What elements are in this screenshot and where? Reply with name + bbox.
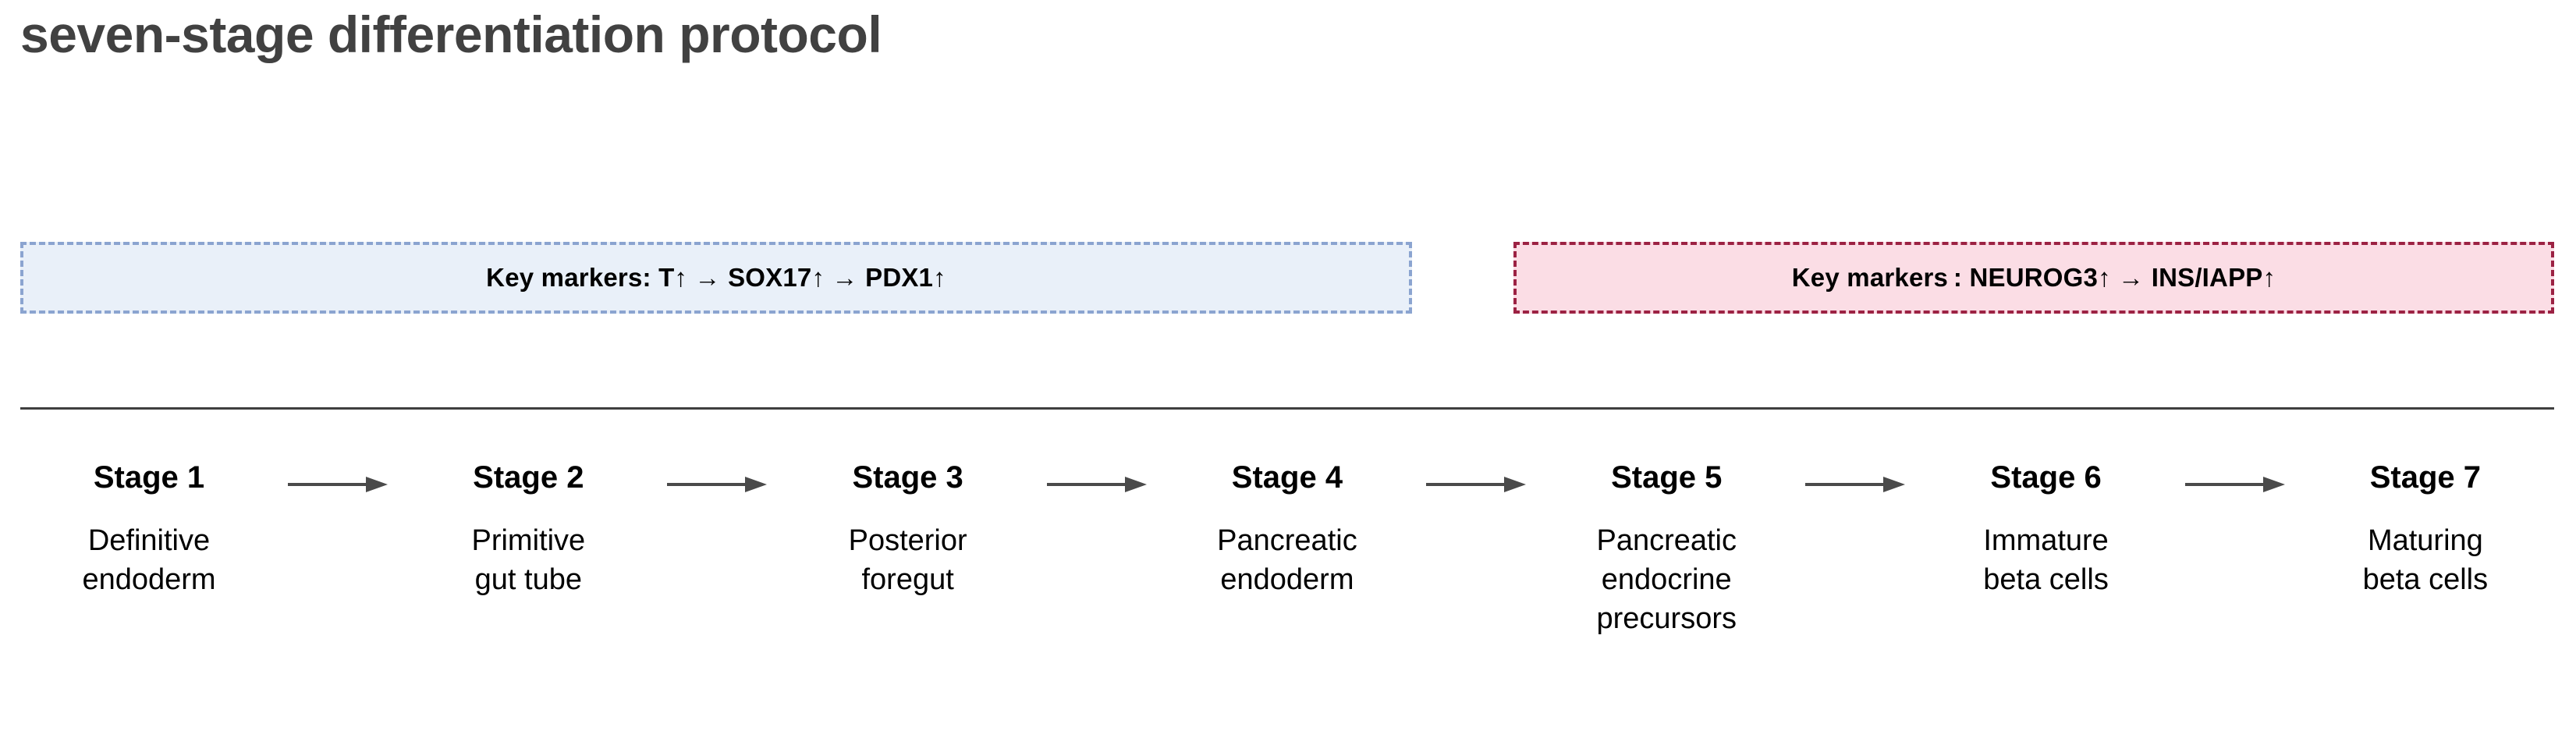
stage-description-line: Immature: [1983, 524, 2109, 557]
stage-description-line: endoderm: [1220, 563, 1354, 597]
stage-label: Stage 2: [473, 460, 584, 495]
stage-label: Stage 7: [2369, 460, 2482, 495]
stage-item-1: Stage 1 Definitive endoderm: [20, 452, 278, 599]
stage-description-line: beta cells: [1983, 563, 2109, 597]
stage-label: Stage 5: [1611, 460, 1723, 495]
stage-label: Stage 4: [1231, 460, 1343, 495]
stage-description-line: foregut: [861, 563, 954, 597]
stage-item-3: Stage 3 Posterior foregut: [779, 452, 1037, 599]
stage-description: Definitive endoderm: [82, 521, 215, 599]
stage-description-line: Pancreatic: [1596, 524, 1737, 557]
stage-flow: Stage 1 Definitive endoderm Stage 2 Prim…: [20, 452, 2554, 638]
stage-description: Posterior foregut: [849, 521, 967, 599]
stage-transition-arrow-icon: [280, 452, 397, 506]
stage-description: Primitive gut tube: [471, 521, 585, 599]
stage-transition-arrow-icon: [1418, 452, 1535, 506]
stage-transition-arrow-icon: [1797, 452, 1914, 506]
stage-description-line: endoderm: [82, 563, 216, 597]
key-markers-early-text: Key markers: T↑ → SOX17↑ → PDX1↑: [486, 263, 946, 292]
stage-description-line: Primitive: [471, 524, 586, 557]
stage-description-line: Posterior: [848, 524, 967, 557]
stage-description: Pancreatic endoderm: [1217, 521, 1357, 599]
stage-description-line: precursors: [1596, 602, 1737, 636]
stage-description: Immature beta cells: [1983, 521, 2109, 599]
stage-item-2: Stage 2 Primitive gut tube: [399, 452, 657, 599]
key-markers-late-text: Key markers : NEUROG3↑ → INS/IAPP↑: [1791, 263, 2276, 292]
stage-item-4: Stage 4 Pancreatic endoderm: [1158, 452, 1416, 599]
stage-label: Stage 1: [93, 460, 205, 495]
section-divider: [20, 407, 2554, 410]
stage-description-line: Maturing: [2367, 524, 2483, 557]
key-markers-box-late: Key markers : NEUROG3↑ → INS/IAPP↑: [1513, 242, 2554, 314]
key-markers-box-early: Key markers: T↑ → SOX17↑ → PDX1↑: [20, 242, 1412, 314]
stage-description-line: endocrine: [1601, 563, 1732, 597]
stage-description-line: Definitive: [87, 524, 211, 557]
stage-description: Maturing beta cells: [2363, 521, 2489, 599]
page-title: seven-stage differentiation protocol: [20, 5, 882, 63]
stage-description-line: Pancreatic: [1217, 524, 1357, 557]
stage-description-line: beta cells: [2362, 563, 2489, 597]
stage-item-6: Stage 6 Immature beta cells: [1918, 452, 2175, 599]
stage-item-7: Stage 7 Maturing beta cells: [2297, 452, 2554, 599]
stage-transition-arrow-icon: [659, 452, 776, 506]
stage-item-5: Stage 5 Pancreatic endocrine precursors: [1538, 452, 1795, 638]
stage-transition-arrow-icon: [2177, 452, 2294, 506]
stage-description-line: gut tube: [474, 563, 582, 597]
stage-label: Stage 6: [1990, 460, 2102, 495]
stage-description: Pancreatic endocrine precursors: [1596, 521, 1737, 638]
stage-transition-arrow-icon: [1039, 452, 1156, 506]
stage-label: Stage 3: [852, 460, 963, 495]
